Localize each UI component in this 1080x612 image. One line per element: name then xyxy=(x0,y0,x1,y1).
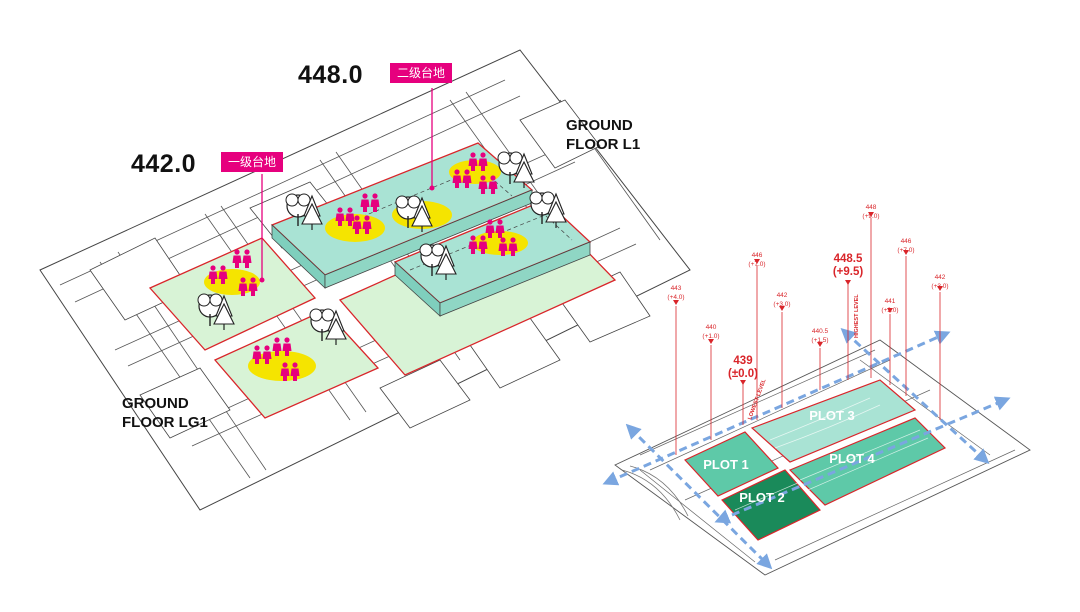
marker-value: 440.5 xyxy=(812,328,829,335)
lower-floor-label: GROUND FLOOR LG1 xyxy=(122,394,208,432)
lower-floor-label-line2: FLOOR LG1 xyxy=(122,414,208,431)
upper-floor-label: GROUND FLOOR L1 xyxy=(566,116,640,154)
large-axonometric-site xyxy=(39,49,691,511)
upper-terrace-elevation: 448.0 xyxy=(298,61,364,89)
marker-delta: (+1.0) xyxy=(702,333,719,340)
upper-floor-label-line1: GROUND xyxy=(566,117,633,134)
lower-terrace-tag: 一级台地 xyxy=(221,152,284,172)
lowest-level-value: 439 xyxy=(733,355,752,367)
marker-delta: (+7.0) xyxy=(748,261,765,268)
highest-level-delta: (+9.5) xyxy=(833,266,864,278)
highest-level-value: 448.5 xyxy=(834,253,863,265)
elevation-pins xyxy=(673,212,943,385)
lowest-level-delta: (±0.0) xyxy=(728,368,758,380)
marker-value: 448 xyxy=(866,204,877,211)
marker-delta: (+4.0) xyxy=(667,294,684,301)
upper-terrace-tag: 二级台地 xyxy=(390,63,453,83)
marker-value: 446 xyxy=(752,252,763,259)
marker-value: 442 xyxy=(777,292,788,299)
lower-terrace-elevation: 442.0 xyxy=(131,150,197,178)
small-site-plan: PLOT 1 PLOT 2 PLOT 3 PLOT 4 xyxy=(602,204,1031,576)
plot-label-2: PLOT 2 xyxy=(739,490,785,505)
marker-delta: (+2.0) xyxy=(881,307,898,314)
marker-delta: (+7.0) xyxy=(897,247,914,254)
elevation-leaders xyxy=(675,218,941,455)
marker-value: 440 xyxy=(706,324,717,331)
marker-delta: (+9.0) xyxy=(862,213,879,220)
marker-value: 441 xyxy=(885,298,896,305)
plot-label-1: PLOT 1 xyxy=(703,457,749,472)
marker-value: 442 xyxy=(935,274,946,281)
marker-delta: (+3.0) xyxy=(931,283,948,290)
plot-label-4: PLOT 4 xyxy=(829,451,875,466)
direction-arrow-icon xyxy=(602,327,1011,570)
marker-delta: (+3.0) xyxy=(773,301,790,308)
marker-value: 446 xyxy=(901,238,912,245)
lower-floor-label-line1: GROUND xyxy=(122,395,189,412)
marker-value: 443 xyxy=(671,285,682,292)
highest-level-note: HIGHEST LEVEL xyxy=(854,294,860,338)
marker-delta: (+1.5) xyxy=(811,337,828,344)
plot-label-3: PLOT 3 xyxy=(809,408,855,423)
elevation-markers: 443 (+4.0) 440 (+1.0) 446 (+7.0) 442 (+3… xyxy=(667,204,948,344)
upper-floor-label-line2: FLOOR L1 xyxy=(566,136,641,153)
